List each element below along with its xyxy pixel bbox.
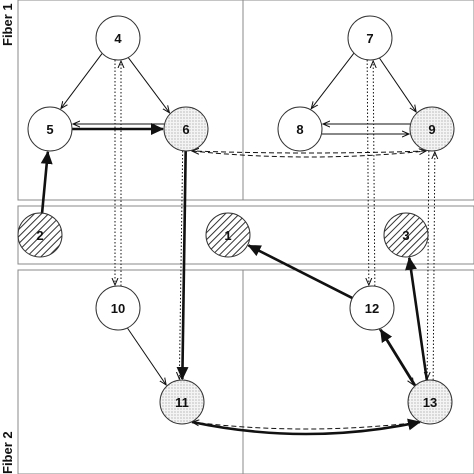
edge-13-to-12-thick — [379, 328, 417, 387]
edge-7-to-12-dotted — [367, 60, 369, 285]
node-3-circle — [383, 212, 429, 258]
node-13-label: 13 — [423, 395, 437, 410]
node-2-circle — [17, 212, 63, 258]
edge-7-to-9-double-thin — [379, 57, 416, 112]
edge-13-to-3-thick — [405, 256, 429, 381]
node-8-label: 8 — [296, 122, 303, 137]
node-3-label: 3 — [402, 228, 409, 243]
node-9-circle — [409, 106, 455, 152]
edge-10-to-11-double-thin — [127, 327, 166, 385]
node-10: 10 — [95, 285, 141, 331]
edge-13-to-9-dotted — [433, 152, 435, 381]
node-2-label: 2 — [36, 228, 43, 243]
node-8-circle — [277, 106, 323, 152]
edge-12-to-7-dotted — [373, 61, 375, 286]
node-1-label: 1 — [224, 228, 231, 243]
node-12-circle — [349, 285, 395, 331]
node-7-label: 7 — [366, 31, 373, 46]
node-7-circle — [347, 15, 393, 61]
node-4-label: 4 — [114, 31, 122, 46]
node-1: 1 — [205, 212, 251, 258]
edge-6-to-11-thick — [176, 150, 189, 381]
edge-4-to-5-double-thin — [61, 53, 103, 109]
node-13: 13 — [407, 379, 453, 425]
fiber-1-label: Fiber 1 — [0, 3, 15, 46]
node-11: 11 — [159, 379, 205, 425]
edge-13-to-11-dashed-curve — [192, 422, 421, 430]
edge-11-to-13-thick-curve — [191, 418, 421, 436]
node-4: 4 — [95, 15, 141, 61]
node-9: 9 — [409, 106, 455, 152]
edges — [40, 52, 435, 436]
node-11-label: 11 — [175, 395, 189, 410]
edge-6-to-11-dotted — [179, 150, 184, 379]
node-7: 7 — [347, 15, 393, 61]
node-4-circle — [95, 15, 141, 61]
edge-2-to-5-thick — [40, 150, 53, 214]
node-11-circle — [159, 379, 205, 425]
node-5-circle — [27, 106, 73, 152]
edge-12-to-1-thick — [247, 244, 353, 300]
node-5-label: 5 — [46, 122, 53, 137]
node-6: 6 — [163, 106, 209, 152]
edge-12-to-13-thin — [378, 329, 413, 385]
node-12-label: 12 — [365, 301, 379, 316]
edge-4-to-6-double-thin — [127, 57, 169, 113]
edge-9-to-6-dashed-curve — [192, 151, 427, 153]
node-8: 8 — [277, 106, 323, 152]
node-12: 12 — [349, 285, 395, 331]
node-1-circle — [205, 212, 251, 258]
node-10-label: 10 — [111, 301, 125, 316]
node-2: 2 — [17, 212, 63, 258]
node-10-circle — [95, 285, 141, 331]
edge-7-to-8-double-thin — [311, 52, 355, 108]
node-5: 5 — [27, 106, 73, 152]
node-6-circle — [163, 106, 209, 152]
node-6-label: 6 — [182, 122, 189, 137]
edge-9-to-13-dotted — [427, 150, 429, 379]
node-9-label: 9 — [428, 122, 435, 137]
fiber-2-label: Fiber 2 — [0, 431, 15, 474]
node-3: 3 — [383, 212, 429, 258]
node-13-circle — [407, 379, 453, 425]
